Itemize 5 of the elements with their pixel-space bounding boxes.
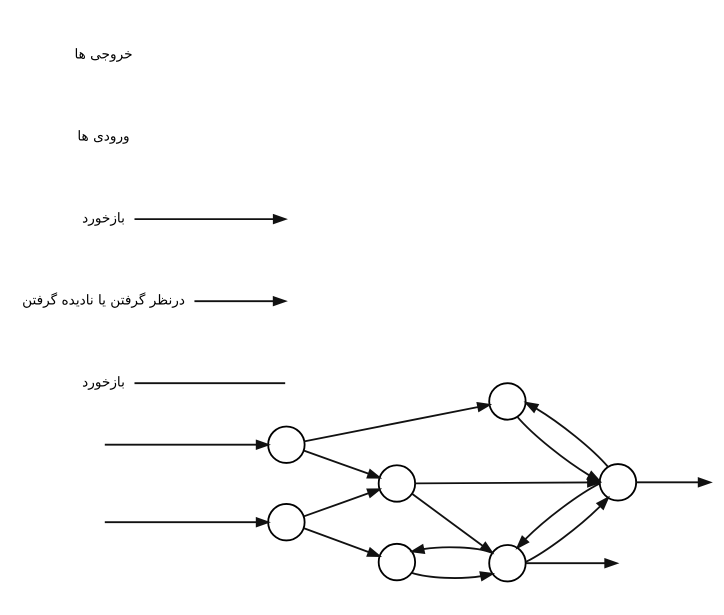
label: خروجی ها	[74, 46, 133, 62]
label: ورودی ها	[77, 128, 130, 144]
node-text: بازخورد	[82, 210, 125, 226]
node-text: بازخورد	[82, 374, 125, 390]
node-text: درنظر گرفتن یا نادیده گرفتن	[22, 292, 185, 308]
